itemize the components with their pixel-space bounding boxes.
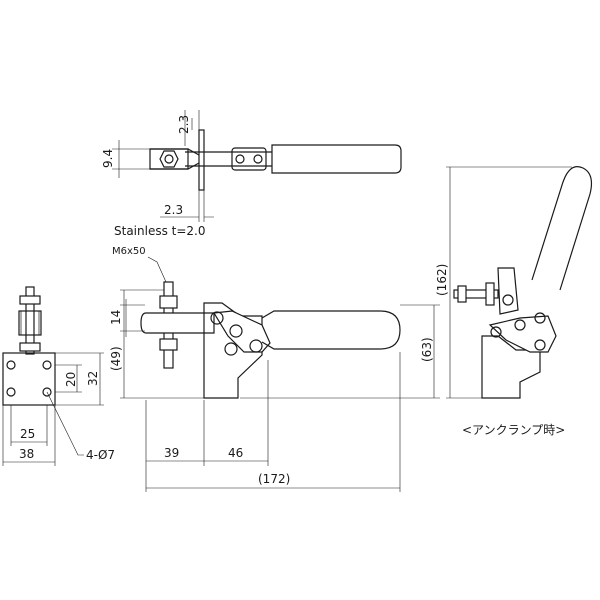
lower-nut: [159, 338, 178, 351]
dim-20: 20: [64, 372, 78, 387]
clamp-arm: [140, 312, 215, 334]
pivot-4: [249, 339, 263, 353]
side-arm: [18, 310, 42, 336]
side-view: 20 32 25 38 4-Ø7: [2, 286, 115, 466]
dim-9-4: 9.4: [101, 149, 115, 168]
front-handle: [261, 310, 401, 350]
side-lower-nut: [19, 342, 41, 352]
raised-nut-1: [485, 282, 495, 306]
dim-46: 46: [228, 446, 243, 460]
mount-hole-3: [6, 387, 16, 397]
bolt-leader: [147, 256, 167, 283]
pivot-3: [224, 342, 238, 356]
dim-2-3-bottom: 2.3: [164, 203, 183, 217]
mount-hole-2: [42, 360, 52, 370]
side-upper-nut: [19, 295, 41, 305]
side-bolt: [25, 286, 35, 355]
dim-39: 39: [164, 446, 179, 460]
dim-49: (49): [109, 346, 123, 371]
dim-2-3-top: 2.3: [177, 115, 191, 134]
unclamp-note: <アンクランプ時>: [462, 423, 565, 437]
raised-base-body: [481, 335, 541, 399]
dim-63: (63): [420, 337, 434, 362]
raised-linkage: [488, 315, 557, 353]
material-note: Stainless t=2.0: [114, 224, 206, 238]
top-view-handle-grip: [271, 144, 402, 174]
dim-162: (162): [435, 264, 449, 296]
top-view-arm-end: [149, 148, 189, 170]
dim-14: 14: [109, 310, 123, 325]
upper-nut: [159, 295, 178, 309]
dim-25: 25: [20, 427, 35, 441]
raised-arm: [497, 267, 519, 315]
raised-handle: [531, 166, 593, 291]
raised-nut-2: [457, 285, 467, 303]
raised-bolt: [453, 289, 499, 299]
side-base-plate: [2, 352, 56, 406]
top-view-bolt: [164, 154, 174, 164]
top-view-pivot-block: [231, 147, 267, 171]
top-view: 2.3 9.4 2.3 Stainless t=2.0: [101, 110, 402, 238]
base-body: [203, 302, 263, 399]
unclamped-view: (162) <アンクランプ時>: [435, 166, 593, 437]
bolt-spec: M6x50: [112, 246, 146, 257]
dim-32: 32: [86, 371, 100, 386]
front-view: M6x50 14 (49) (63) 39 46: [109, 246, 440, 492]
dim-38: 38: [19, 447, 34, 461]
top-view-hex-nut: [159, 150, 179, 168]
hole-spec: 4-Ø7: [86, 448, 115, 462]
pivot-2: [229, 324, 243, 338]
hole-leader: [46, 391, 84, 456]
mount-hole-4: [42, 387, 52, 397]
mount-hole-1: [6, 360, 16, 370]
top-view-stainless-plate: [198, 129, 205, 191]
pivot-1: [210, 311, 224, 325]
dim-172: (172): [258, 472, 290, 486]
